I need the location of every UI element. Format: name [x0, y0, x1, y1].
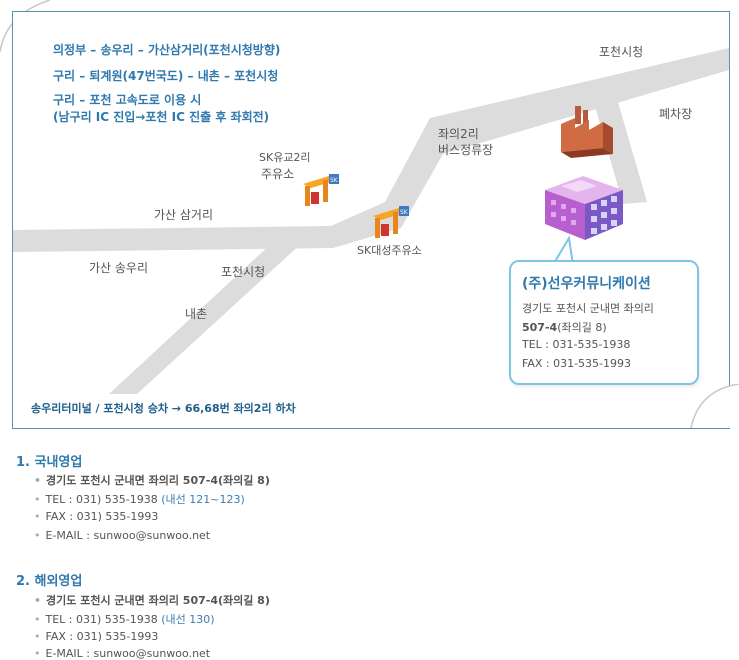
overseas-address: •경기도 포천시 군내면 좌의리 507-4(좌의길 8) [34, 594, 270, 607]
overseas-email-text: E-MAIL : sunwoo@sunwoo.net [45, 647, 211, 660]
section-domestic-title: 1. 국내영업 [16, 455, 83, 470]
domestic-tel-extension: (내선 121~123) [161, 493, 245, 506]
label-scrapyard: 폐차장 [659, 107, 693, 121]
overseas-tel-text: TEL : 031) 535-1938 [45, 613, 158, 626]
company-address-road: (좌의길 8) [557, 321, 607, 334]
svg-text:SK: SK [330, 177, 339, 184]
domestic-email-text: E-MAIL : sunwoo@sunwoo.net [45, 529, 211, 542]
overseas-fax: •FAX : 031) 535-1993 [34, 630, 159, 643]
label-gasan-songuri: 가산 송우리 [89, 261, 149, 275]
route-4: (남구리 IC 진입→포천 IC 진출 후 좌회전) [53, 110, 270, 124]
label-bus-stop-1: 좌의2리 [438, 127, 479, 141]
overseas-fax-text: FAX : 031) 535-1993 [45, 630, 159, 643]
bus-directions: 송우리터미널 / 포천시청 승차 → 66,68번 좌의2리 하차 [31, 402, 296, 415]
company-tel: TEL : 031-535-1938 [522, 338, 631, 351]
label-pocheon-cityhall-bottom: 포천시청 [221, 265, 266, 279]
gas-station-icon: SK [303, 174, 339, 206]
domestic-fax: •FAX : 031) 535-1993 [34, 510, 159, 523]
domestic-address-text: 경기도 포천시 군내면 좌의리 507-4(좌의길 8) [46, 474, 270, 487]
factory-icon [561, 106, 613, 158]
label-sk-yugyo-2: 주유소 [261, 167, 295, 181]
road-network [13, 48, 729, 394]
company-address-number: 507-4 [522, 321, 558, 334]
label-sk-daesung: SK대성주유소 [357, 244, 422, 257]
location-map: 의정부 – 송우리 – 가산삼거리(포천시청방향) 구리 – 퇴계원(47번국도… [12, 11, 730, 429]
overseas-tel-extension: (내선 130) [161, 613, 215, 626]
domestic-fax-text: FAX : 031) 535-1993 [45, 510, 159, 523]
label-gasan-junction: 가산 삼거리 [154, 208, 214, 222]
domestic-tel: •TEL : 031) 535-1938 (내선 121~123) [34, 493, 245, 506]
company-name: (주)선우커뮤니케이션 [522, 276, 651, 292]
company-info-bubble: (주)선우커뮤니케이션 경기도 포천시 군내면 좌의리 507-4(좌의길 8)… [509, 260, 699, 385]
domestic-tel-text: TEL : 031) 535-1938 [45, 493, 158, 506]
building-icon [545, 176, 623, 240]
label-pocheon-cityhall-top: 포천시청 [599, 45, 644, 59]
overseas-email: •E-MAIL : sunwoo@sunwoo.net [34, 647, 211, 660]
domestic-email: •E-MAIL : sunwoo@sunwoo.net [34, 529, 211, 542]
gas-station-icon: SK [373, 206, 409, 238]
svg-text:SK: SK [400, 209, 409, 216]
corner-curve-bottom-right [690, 384, 739, 429]
label-bus-stop-2: 버스정류장 [438, 143, 494, 157]
company-fax: FAX : 031-535-1993 [522, 357, 632, 370]
label-naechon: 내촌 [185, 307, 208, 321]
route-3: 구리 – 포천 고속도로 이용 시 [53, 93, 202, 107]
company-address-1: 경기도 포천시 군내면 좌의리 [522, 302, 654, 315]
company-address-2: 507-4(좌의길 8) [522, 319, 607, 335]
route-2: 구리 – 퇴계원(47번국도) – 내촌 – 포천시청 [53, 69, 279, 83]
label-sk-yugyo-1: SK유교2리 [259, 151, 311, 164]
overseas-tel: •TEL : 031) 535-1938 (내선 130) [34, 613, 215, 626]
route-1: 의정부 – 송우리 – 가산삼거리(포천시청방향) [53, 43, 281, 57]
overseas-address-text: 경기도 포천시 군내면 좌의리 507-4(좌의길 8) [46, 594, 270, 607]
domestic-address: •경기도 포천시 군내면 좌의리 507-4(좌의길 8) [34, 474, 270, 487]
section-overseas-title: 2. 해외영업 [16, 574, 83, 589]
